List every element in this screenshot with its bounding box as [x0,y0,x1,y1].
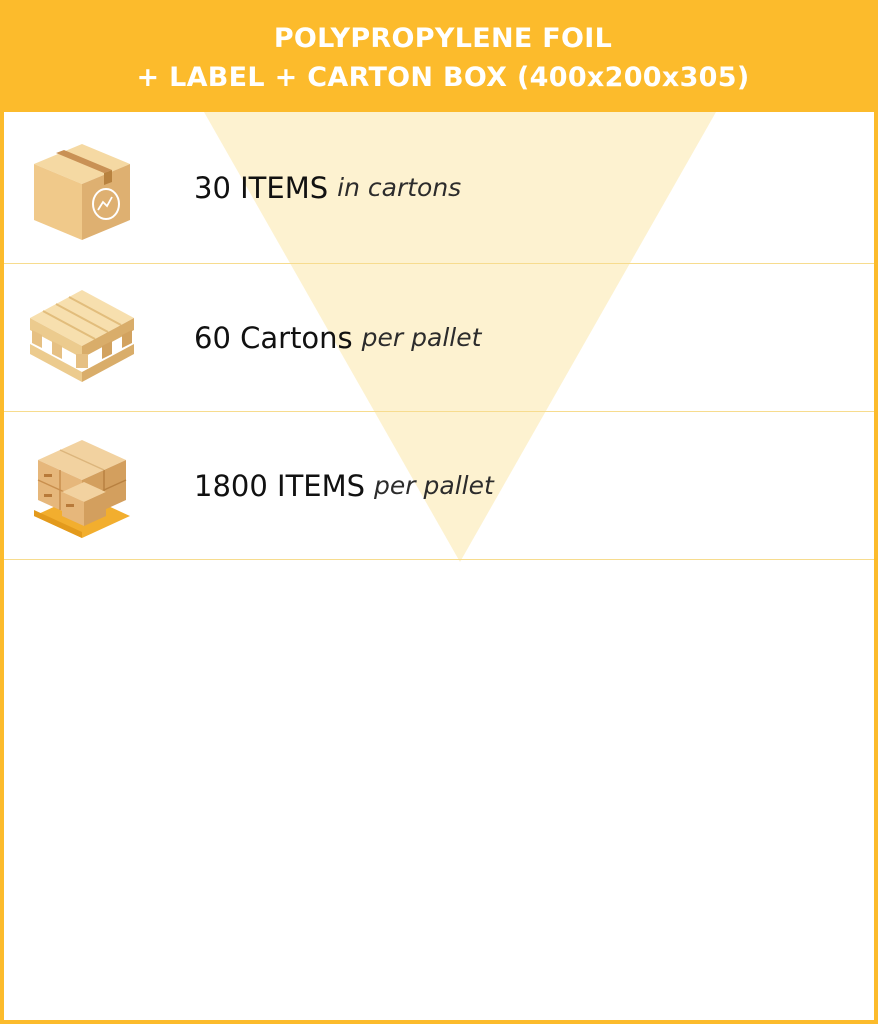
unit-label: per pallet [374,471,494,500]
row-text: 30 ITEMS in cartons [194,112,461,263]
row-items-in-cartons: 30 ITEMS in cartons [4,112,874,264]
quantity-label: 1800 ITEMS [194,468,366,503]
quantity-label: 30 ITEMS [194,170,329,205]
quantity-label: 60 Cartons [194,320,353,355]
unit-label: in cartons [337,173,462,202]
unit-label: per pallet [361,323,482,352]
header-title-line-1: POLYPROPYLENE FOIL [273,23,613,54]
loaded-pallet-icon [34,440,130,538]
header-banner: POLYPROPYLENE FOIL + LABEL + CARTON BOX … [4,4,874,112]
row-cartons-per-pallet: 60 Cartons per pallet [4,264,874,412]
pallet-icon [30,290,134,382]
row-items-per-pallet: 1800 ITEMS per pallet [4,412,874,560]
carton-box-icon [34,144,130,240]
row-text: 60 Cartons per pallet [194,264,481,411]
row-text: 1800 ITEMS per pallet [194,412,494,559]
header-title-line-2: + LABEL + CARTON BOX (400x200x305) [136,62,750,93]
